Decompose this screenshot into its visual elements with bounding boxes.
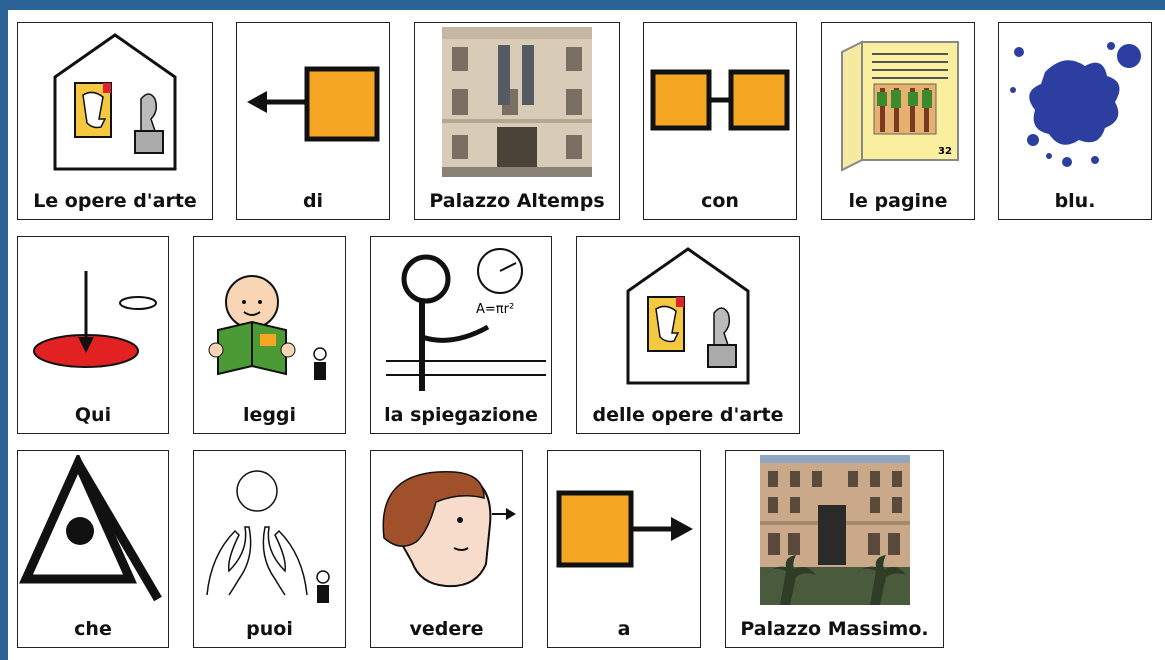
connected-squares-icon: [644, 23, 796, 181]
card-label: vedere: [409, 618, 484, 640]
art-museum-icon: [18, 23, 212, 181]
card-label: la spiegazione: [384, 404, 538, 426]
teacher-explaining-icon: A=πr²: [371, 237, 551, 395]
child-reading-icon: [194, 237, 345, 395]
hands-can-icon: [194, 451, 345, 609]
card-label: leggi: [242, 404, 297, 426]
card-label: delle opere d'arte: [592, 404, 784, 426]
palazzo-massimo-photo: [726, 451, 943, 609]
card-label: di: [302, 190, 324, 212]
card-label: Le opere d'arte: [33, 190, 197, 212]
symbol-card-delle-opere-darte[interactable]: delle opere d'arte: [576, 236, 800, 434]
card-label: Qui: [74, 404, 112, 426]
symbol-card-blu[interactable]: blu.: [998, 22, 1152, 220]
card-label: le pagine: [848, 190, 948, 212]
window-top-border: [0, 0, 1165, 10]
card-label: con: [701, 190, 739, 212]
palazzo-altemps-photo: [415, 23, 619, 181]
card-label: Palazzo Massimo.: [740, 618, 929, 640]
card-label: Palazzo Altemps: [429, 190, 605, 212]
card-label: puoi: [246, 618, 293, 640]
card-label: che: [74, 618, 112, 640]
symbol-card-che[interactable]: che: [17, 450, 169, 648]
here-marker-icon: [18, 237, 168, 395]
card-label: blu.: [1054, 190, 1096, 212]
symbol-card-le-opere-darte[interactable]: Le opere d'arte: [17, 22, 213, 220]
symbol-card-le-pagine[interactable]: 32 le pagine: [821, 22, 975, 220]
open-book-icon: 32: [822, 23, 974, 181]
symbol-card-con[interactable]: con: [643, 22, 797, 220]
che-symbol-icon: [18, 451, 168, 609]
blue-splash-icon: [999, 23, 1151, 181]
symbol-card-di[interactable]: di: [236, 22, 390, 220]
symbol-card-a[interactable]: a: [547, 450, 701, 648]
symbol-card-palazzo-altemps[interactable]: Palazzo Altemps: [414, 22, 620, 220]
arrow-left-square-icon: [237, 23, 389, 181]
symbol-card-leggi[interactable]: leggi: [193, 236, 346, 434]
symbol-card-puoi[interactable]: puoi: [193, 450, 346, 648]
page-number: 32: [938, 146, 952, 157]
person-looking-icon: [371, 451, 522, 609]
symbol-card-la-spiegazione[interactable]: A=πr² la spiegazione: [370, 236, 552, 434]
symbol-card-vedere[interactable]: vedere: [370, 450, 523, 648]
formula-text: A=πr²: [476, 302, 514, 317]
window-left-border: [0, 0, 8, 660]
symbol-card-qui[interactable]: Qui: [17, 236, 169, 434]
card-label: a: [617, 618, 631, 640]
arrow-right-square-icon: [548, 451, 700, 609]
symbol-card-palazzo-massimo[interactable]: Palazzo Massimo.: [725, 450, 944, 648]
art-museum-icon: [577, 237, 799, 395]
